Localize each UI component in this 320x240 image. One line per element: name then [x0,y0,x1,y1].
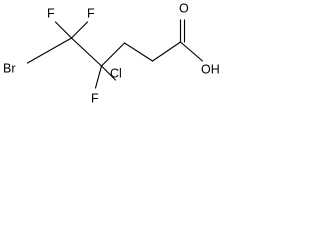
bond-c5-f-top-left [54,21,73,39]
atom-label-oh: OH [201,62,220,76]
atom-label-f-lower: F [91,91,99,105]
diagram-background [0,0,240,112]
bond-c2-c1 [151,41,182,62]
atom-label-f-top-right: F [87,6,95,20]
chemical-structure-diagram: Br F F Cl F O OH [0,0,240,112]
bond-c5-c4 [70,37,103,67]
bond-c1-oh [179,41,204,62]
atom-label-o-carbonyl: O [179,1,189,15]
bond-c5-f-top-right [70,21,89,39]
bond-c4-f-lower [94,65,103,89]
bond-c5-br [26,37,73,64]
atom-label-f-top-left: F [47,6,55,20]
bond-c3-c2 [123,42,154,62]
atom-label-br: Br [3,61,16,75]
bond-c4-c3 [100,42,126,67]
bond-c4-cl [100,65,117,81]
atom-label-cl: Cl [110,66,122,80]
